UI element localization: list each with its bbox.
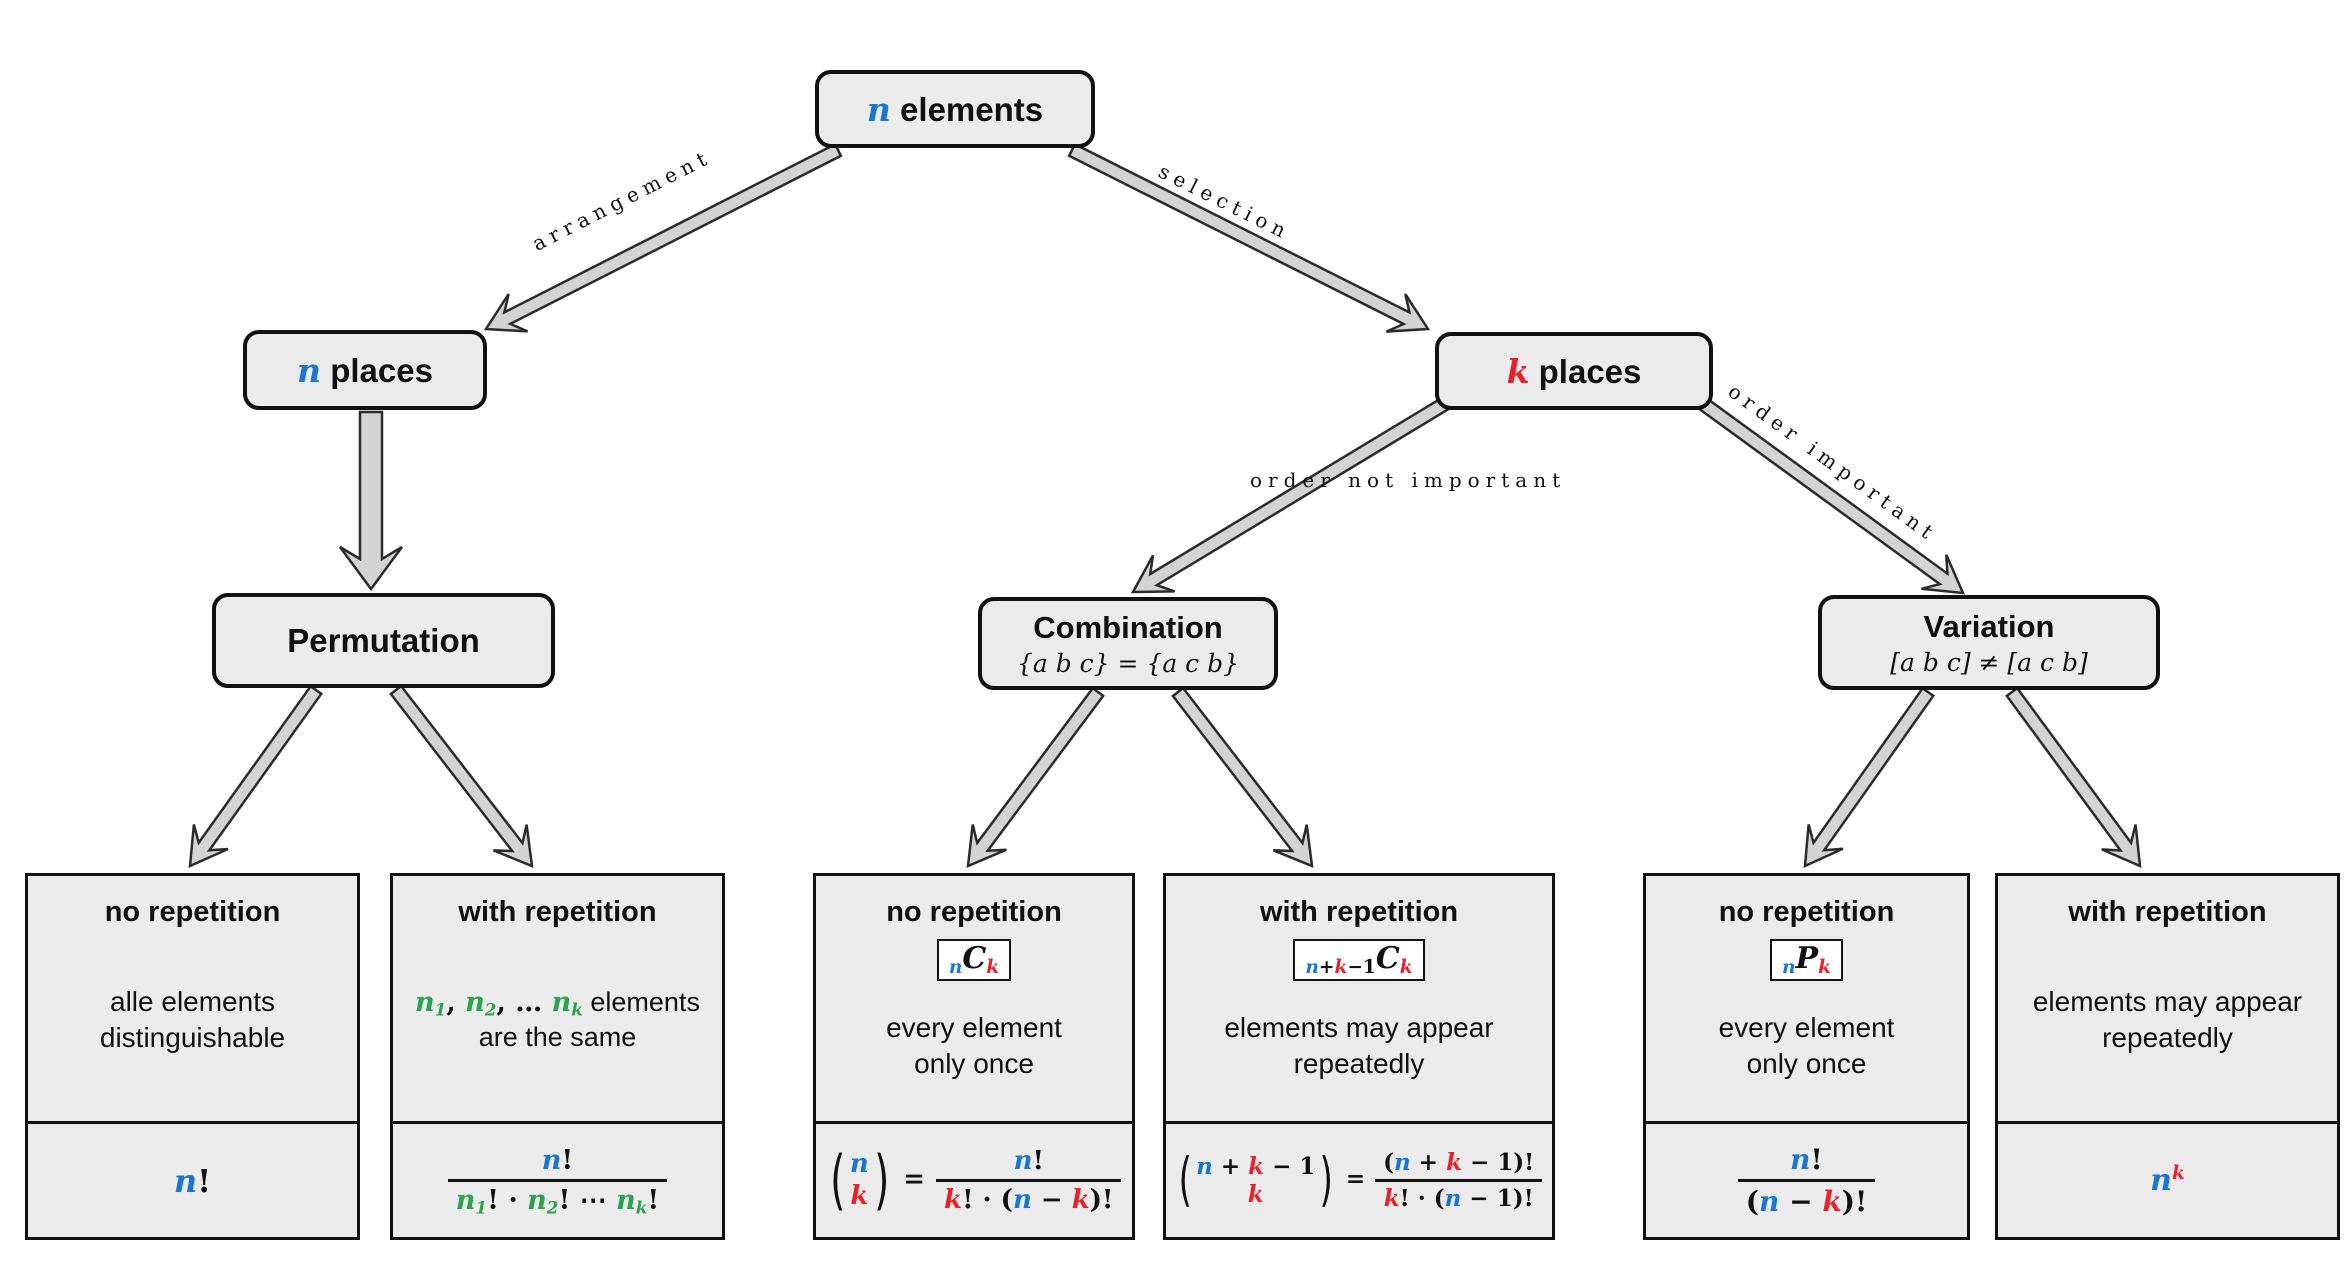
card-title: no repetition (886, 896, 1062, 928)
node-combination: Combination {a b c} = {a c b} (978, 597, 1278, 690)
node-k-places-label: k places (1506, 351, 1642, 391)
arrow-selection (1067, 142, 1431, 333)
card-title: with repetition (458, 896, 657, 928)
arrow-permutation-right (389, 684, 534, 868)
arrow-permutation-left (188, 684, 324, 869)
notation-badge-n+k-1Ck: n+k−1Ck (1293, 939, 1425, 981)
arrow-variation-left (1803, 686, 1936, 869)
card-title: with repetition (2068, 896, 2267, 928)
arrow-combination-left (966, 686, 1105, 868)
edge-label-order-not-important: order not important (1250, 468, 1567, 492)
card-top: with repetition n+k−1Ck elements may app… (1166, 876, 1552, 1121)
card-formula: n!(n − k)! (1646, 1121, 1967, 1237)
card-formula: n!n1! · n2! ⋯ nk! (393, 1121, 722, 1237)
formula: n!(n − k)! (1736, 1143, 1878, 1218)
node-n-places: n places (243, 330, 487, 410)
formula: n! (173, 1161, 212, 1200)
formula: nk (2150, 1162, 2185, 1198)
card-title: with repetition (1259, 896, 1459, 928)
node-n-elements-label: n elements (866, 89, 1044, 129)
card-formula: n! (28, 1121, 357, 1237)
card-formula: nk (1998, 1121, 2337, 1237)
node-combination-label: Combination (1033, 609, 1223, 645)
card-title: no repetition (1718, 896, 1895, 928)
arrow-arrangement (483, 142, 843, 333)
card-combination-with-repetition: with repetition n+k−1Ck elements may app… (1163, 873, 1555, 1240)
notation-badge-nCk: nCk (936, 939, 1012, 981)
arrow-n-places-down (338, 410, 404, 592)
node-permutation-label: Permutation (287, 621, 480, 659)
arrow-order-important (1692, 392, 1966, 595)
node-variation: Variation [a b c] ≠ [a c b] (1818, 595, 2160, 690)
node-combination-notation: {a b c} = {a c b} (1016, 648, 1240, 678)
arrow-combination-right (1171, 686, 1314, 868)
node-n-places-label: n places (297, 350, 433, 390)
node-variation-notation: [a b c] ≠ [a c b] (1890, 647, 2088, 677)
node-permutation: Permutation (212, 593, 555, 688)
node-k-places: k places (1435, 332, 1713, 410)
arrow-order-not-important (1130, 395, 1452, 594)
node-n-elements: n elements (815, 70, 1095, 148)
formula: n!n1! · n2! ⋯ nk! (446, 1145, 669, 1216)
node-variation-label: Variation (1923, 608, 2055, 644)
arrow-variation-right (2005, 686, 2142, 869)
notation-badge-nPk: nPk (1770, 939, 1843, 981)
card-title: no repetition (104, 896, 281, 928)
